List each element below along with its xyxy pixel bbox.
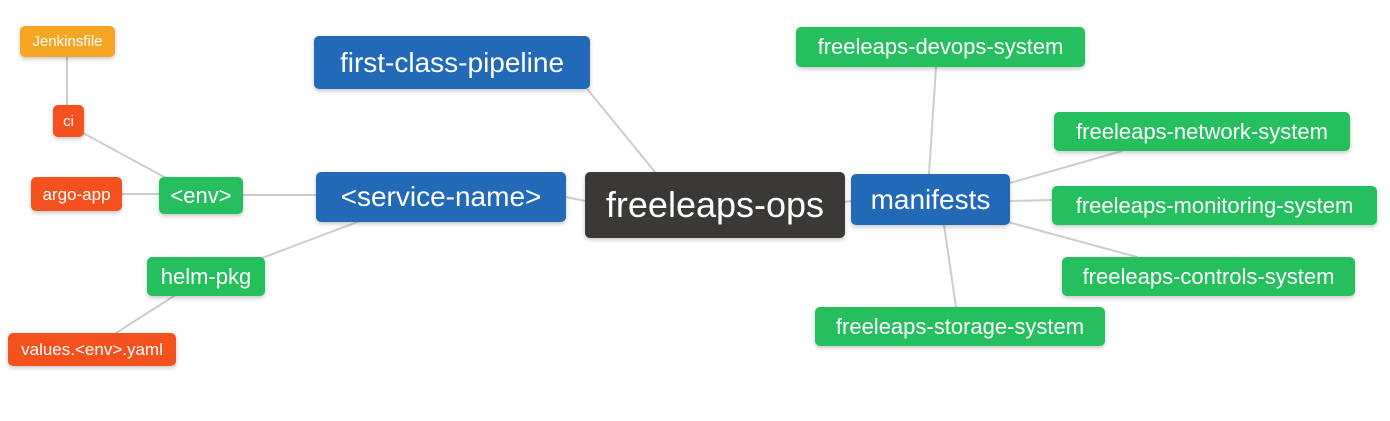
node-freeleaps-storage-system[interactable]: freeleaps-storage-system <box>815 307 1105 346</box>
node-manifests[interactable]: manifests <box>851 174 1010 225</box>
edge-manifests-to-freeleaps-controls-system <box>1007 221 1138 258</box>
node-service-name[interactable]: <service-name> <box>316 172 566 222</box>
node-freeleaps-ops[interactable]: freeleaps-ops <box>585 172 845 238</box>
node-ci[interactable]: ci <box>53 105 84 137</box>
edge-values-env-yaml-to-helm-pkg <box>115 295 175 334</box>
edge-helm-pkg-to-service-name <box>261 220 361 259</box>
node-freeleaps-network-system[interactable]: freeleaps-network-system <box>1054 112 1350 151</box>
node-argo-app[interactable]: argo-app <box>31 177 122 211</box>
edge-service-name-to-freeleaps-ops <box>565 196 586 202</box>
edge-manifests-to-freeleaps-monitoring-system <box>1009 199 1053 202</box>
node-values-env-yaml[interactable]: values.<env>.yaml <box>8 333 176 366</box>
node-env[interactable]: <env> <box>159 177 243 214</box>
edge-manifests-to-freeleaps-storage-system <box>943 224 957 308</box>
node-freeleaps-monitoring-system[interactable]: freeleaps-monitoring-system <box>1052 186 1377 225</box>
edge-manifests-to-freeleaps-network-system <box>1009 150 1123 184</box>
node-helm-pkg[interactable]: helm-pkg <box>147 257 265 296</box>
node-freeleaps-devops-system[interactable]: freeleaps-devops-system <box>796 27 1085 67</box>
node-freeleaps-controls-system[interactable]: freeleaps-controls-system <box>1062 257 1355 296</box>
edge-freeleaps-ops-to-manifests <box>844 200 852 203</box>
edge-first-class-pipeline-to-freeleaps-ops <box>587 89 656 173</box>
edge-manifests-to-freeleaps-devops-system <box>928 66 937 175</box>
node-jenkinsfile[interactable]: Jenkinsfile <box>20 26 115 57</box>
node-first-class-pipeline[interactable]: first-class-pipeline <box>314 36 590 89</box>
edge-ci-to-env <box>82 132 167 179</box>
